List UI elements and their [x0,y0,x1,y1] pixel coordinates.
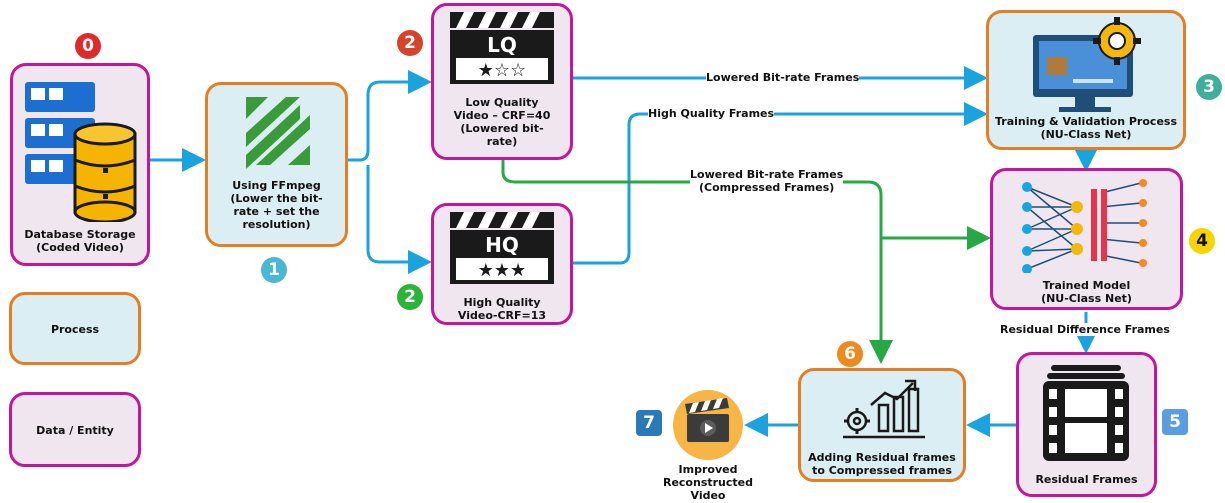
edge-label-high-quality: High Quality Frames [648,107,775,120]
legend-data-entity: Data / Entity [9,392,141,467]
node-high-quality-video: HQ ★★★ High Quality Video-CRF=13 [431,203,573,325]
badge-7: 7 [636,410,662,436]
node-residual-frames: Residual Frames [1016,352,1157,497]
film-reel-icon [1043,365,1129,461]
legend-process: Process [9,292,141,365]
database-label: Database Storage (Coded Video) [24,228,136,254]
badge-3: 3 [1196,74,1222,100]
ffmpeg-label: Using FFmpeg (Lower the bit- rate + set … [230,179,323,231]
badge-4: 4 [1189,228,1215,254]
legend-process-label: Process [50,323,100,336]
neural-network-icon [1022,179,1147,273]
lq-clapper-icon: LQ ★☆☆ [450,12,554,84]
badge-1: 1 [261,257,287,283]
node-database-storage: Database Storage (Coded Video) [10,63,150,266]
lq-stars: ★☆☆ [478,60,526,81]
node-low-quality-video: LQ ★☆☆ Low Quality Video – CRF=40 (Lower… [431,3,573,160]
trained-model-label: Trained Model (NU-Class Net) [1041,279,1132,305]
arrow-ffmpeg-hq [366,165,432,274]
node-trained-model: Trained Model (NU-Class Net) [990,168,1183,310]
training-label: Training & Validation Process (NU-Class … [994,115,1177,141]
edge-label-lowered-top: Lowered Bit-rate Frames [706,71,860,84]
edge-label-residual-diff: Residual Difference Frames [1000,323,1170,336]
arrow-ffmpeg-lq [348,70,432,162]
lq-icon-text: LQ [487,33,517,57]
arrow-hq-training [573,102,988,265]
hq-clapper-icon: HQ ★★★ [450,212,554,284]
badge-2-lq: 2 [397,30,423,56]
edge-label-lowered-compressed: Lowered Bit-rate Frames (Compressed Fram… [690,168,844,194]
improved-video-label: Improved Reconstructed Video [662,463,753,502]
ffmpeg-logo-icon [246,97,310,169]
badge-6: 6 [837,341,863,367]
node-training-process: Training & Validation Process (NU-Class … [986,10,1186,150]
residual-frames-label: Residual Frames [1035,473,1138,486]
legend-data-label: Data / Entity [36,424,114,437]
adding-label: Adding Residual frames to Compressed fra… [808,451,956,477]
hq-video-label: High Quality Video-CRF=13 [457,296,547,322]
hq-stars: ★★★ [478,260,526,281]
badge-0: 0 [75,33,101,59]
gear-chart-icon [843,379,925,439]
badge-2-hq: 2 [397,284,423,310]
lq-video-label: Low Quality Video – CRF=40 (Lowered bit-… [453,96,551,148]
badge-5: 5 [1162,409,1188,435]
hq-icon-text: HQ [485,233,519,257]
computer-gear-icon [1033,17,1141,112]
node-ffmpeg-process: Using FFmpeg (Lower the bit- rate + set … [205,82,348,247]
database-server-icon [25,82,137,222]
video-clapper-icon [673,390,743,460]
node-adding-process: Adding Residual frames to Compressed fra… [798,368,966,482]
